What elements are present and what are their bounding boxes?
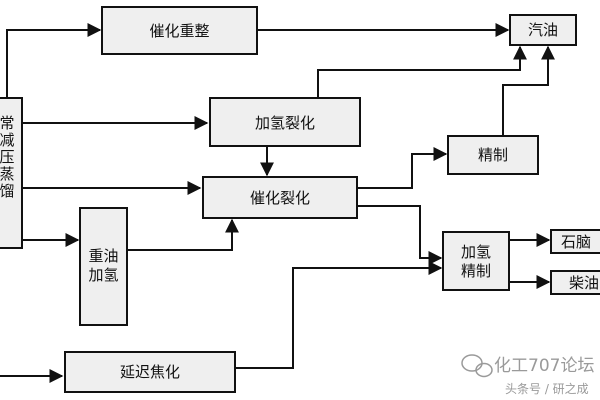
refining-label: 精制 — [478, 146, 508, 164]
arrow-cracking-to-refining — [357, 147, 448, 189]
node-hydrocracking: 加氢裂化 — [209, 97, 361, 147]
atm-vacuum-char-1: 常 — [0, 114, 15, 132]
watermark-brand: 化工707论坛 — [494, 356, 594, 376]
catalytic-cracking-label: 催化裂化 — [250, 189, 310, 207]
node-hydrofining: 加氢 精制 — [442, 231, 510, 291]
hydrofining-line-1: 加氢 — [461, 243, 491, 261]
residue-hydro-line-1: 重油 — [88, 247, 118, 265]
node-delayed-coking: 延迟焦化 — [64, 351, 236, 393]
node-residue-hydrotreating: 重油 加氢 — [79, 207, 128, 326]
node-catalytic-reforming: 催化重整 — [101, 6, 258, 55]
delayed-coking-label: 延迟焦化 — [120, 363, 180, 381]
arrow-refining-to-gasoline — [502, 45, 555, 136]
atm-vacuum-char-4: 蒸 — [0, 165, 15, 183]
node-catalytic-cracking: 催化裂化 — [202, 176, 358, 219]
node-diesel: 柴油 — [550, 270, 600, 295]
arrow-to-reforming — [6, 23, 102, 98]
atm-vacuum-char-2: 减 — [0, 131, 15, 149]
atm-vacuum-char-3: 压 — [0, 148, 15, 166]
arrow-hydrocracking-to-gasoline — [317, 45, 527, 98]
arrow-coking-to-hydrofining — [235, 261, 443, 369]
wechat-icon — [461, 354, 493, 378]
node-gasoline: 汽油 — [509, 14, 577, 46]
residue-hydro-line-2: 加氢 — [88, 266, 118, 284]
watermark: 化工707论坛 头条号 / 研之成 — [461, 354, 594, 396]
node-atm-vacuum-distillation: 常 减 压 蒸 馏 — [0, 97, 23, 249]
arrow-cracking-to-hydrofining — [357, 205, 443, 265]
gasoline-label: 汽油 — [528, 21, 558, 39]
hydrocracking-label: 加氢裂化 — [255, 114, 315, 132]
connectors — [0, 23, 555, 383]
node-naphtha: 石脑 — [550, 229, 600, 254]
catalytic-reforming-label: 催化重整 — [149, 22, 209, 40]
diesel-label: 柴油 — [569, 274, 599, 292]
arrow-residue-hydro-to-cracking — [127, 218, 239, 251]
watermark-source: 头条号 / 研之成 — [505, 382, 589, 396]
atm-vacuum-char-5: 馏 — [0, 182, 15, 200]
node-refining: 精制 — [447, 135, 539, 175]
hydrofining-line-2: 精制 — [461, 262, 491, 280]
naphtha-label: 石脑 — [561, 233, 591, 251]
